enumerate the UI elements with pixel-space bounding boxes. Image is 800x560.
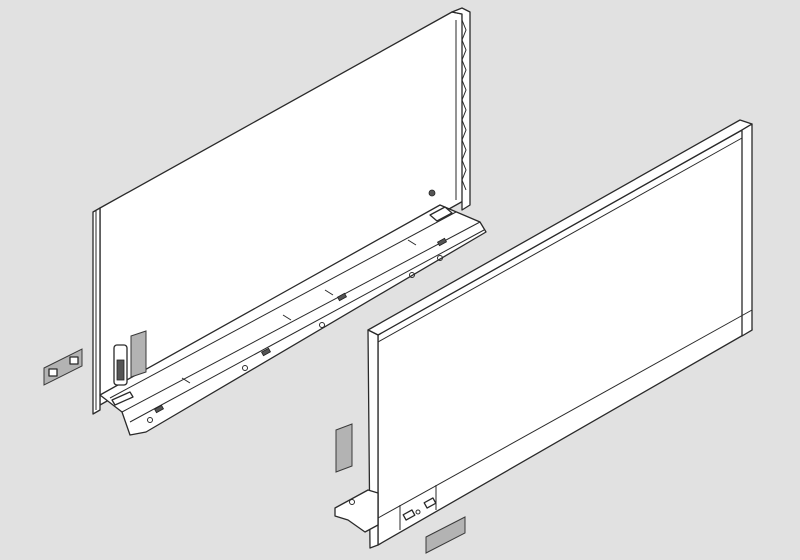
cover-cap-right	[335, 423, 353, 473]
left-drawer-side	[92, 7, 487, 436]
cover-cap-left	[130, 330, 147, 378]
hole-icon	[428, 189, 436, 197]
right-drawer-side	[334, 119, 753, 549]
rail-slots	[147, 237, 448, 423]
front-fixing-bracket	[43, 348, 83, 386]
cover-strip-bottom	[425, 516, 466, 554]
